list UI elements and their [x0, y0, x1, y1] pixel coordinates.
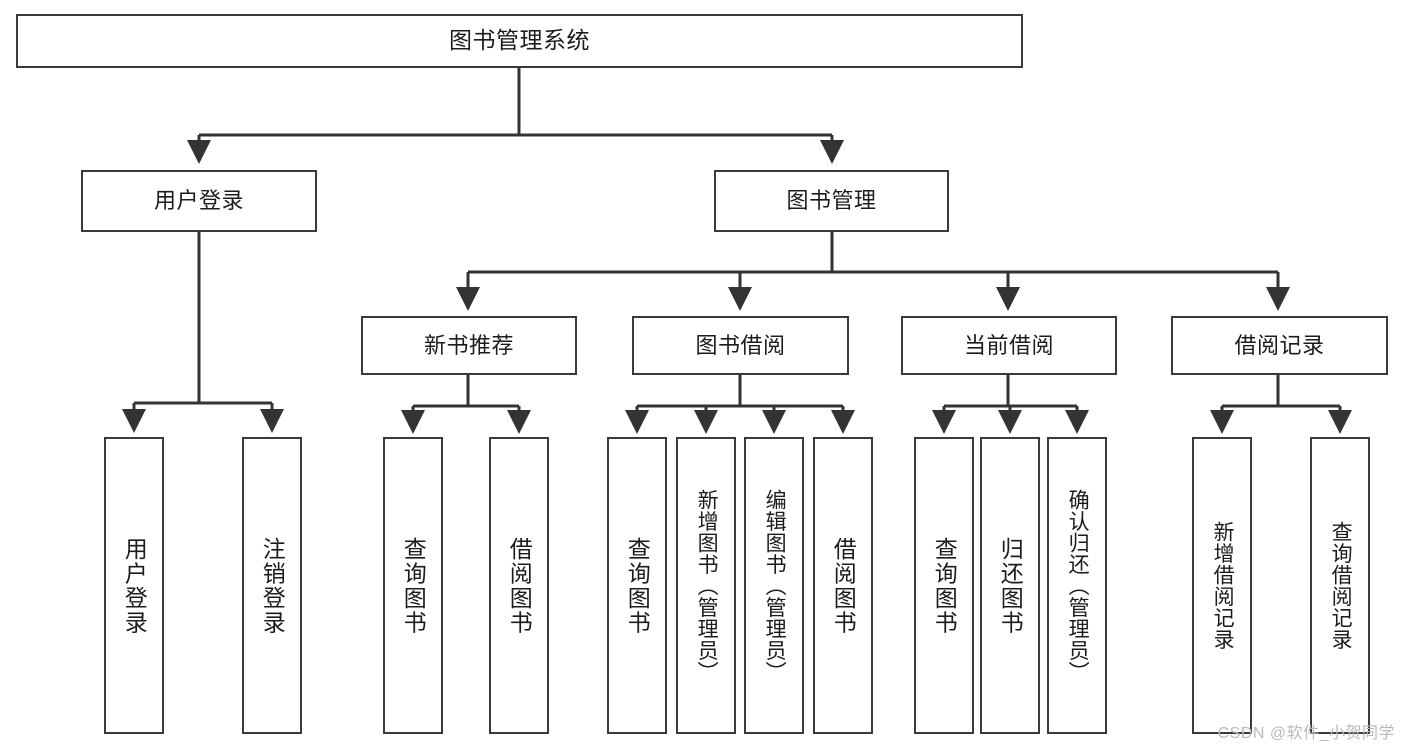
node-label: 用户登录	[121, 536, 148, 635]
node-label: 图书管理	[786, 188, 877, 214]
leaf-book-borrow-add-book-admin[interactable]: 新增图书（管理员）	[676, 437, 736, 734]
leaf-user-login-logout[interactable]: 注销登录	[242, 437, 302, 734]
node-label: 查询借阅记录	[1329, 521, 1353, 650]
watermark-text: CSDN @软件_小贺同学	[1217, 725, 1395, 742]
leaf-borrow-record-add-record[interactable]: 新增借阅记录	[1192, 437, 1252, 734]
node-label: 查询图书	[624, 536, 651, 635]
node-label: 新增借阅记录	[1211, 521, 1235, 650]
leaf-book-borrow-edit-book-admin[interactable]: 编辑图书（管理员）	[744, 437, 804, 734]
node-label: 当前借阅	[963, 332, 1054, 358]
leaf-book-borrow-borrow-book[interactable]: 借阅图书	[813, 437, 873, 734]
node-label: 借阅图书	[506, 536, 533, 635]
leaf-current-borrow-return-book[interactable]: 归还图书	[980, 437, 1040, 734]
node-label: 注销登录	[259, 536, 286, 635]
leaf-current-borrow-query-book[interactable]: 查询图书	[914, 437, 974, 734]
node-label: 图书借阅	[695, 332, 786, 358]
node-label: 用户登录	[153, 188, 244, 214]
node-label: 查询图书	[931, 536, 958, 635]
leaf-current-borrow-confirm-return-admin[interactable]: 确认归还（管理员）	[1047, 437, 1107, 734]
leaf-book-borrow-query-book[interactable]: 查询图书	[607, 437, 667, 734]
node-borrow-record[interactable]: 借阅记录	[1171, 316, 1388, 375]
node-user-login[interactable]: 用户登录	[81, 170, 317, 232]
node-label: 新增图书（管理员）	[695, 488, 719, 683]
node-label: 新书推荐	[423, 332, 514, 358]
node-label: 确认归还（管理员）	[1066, 488, 1090, 683]
node-root-system[interactable]: 图书管理系统	[16, 14, 1023, 68]
leaf-new-book-borrow-book[interactable]: 借阅图书	[489, 437, 549, 734]
leaf-borrow-record-query-record[interactable]: 查询借阅记录	[1310, 437, 1370, 734]
node-new-book-recommend[interactable]: 新书推荐	[361, 316, 577, 375]
node-current-borrow[interactable]: 当前借阅	[901, 316, 1117, 375]
node-book-management[interactable]: 图书管理	[714, 170, 949, 232]
node-label: 归还图书	[997, 536, 1024, 635]
node-label: 编辑图书（管理员）	[763, 488, 787, 683]
node-label: 图书管理系统	[449, 27, 590, 54]
node-book-borrow[interactable]: 图书借阅	[632, 316, 849, 375]
node-label: 借阅记录	[1234, 332, 1325, 358]
leaf-user-login-login[interactable]: 用户登录	[104, 437, 164, 734]
leaf-new-book-query-book[interactable]: 查询图书	[383, 437, 443, 734]
node-label: 借阅图书	[830, 536, 857, 635]
node-label: 查询图书	[400, 536, 427, 635]
